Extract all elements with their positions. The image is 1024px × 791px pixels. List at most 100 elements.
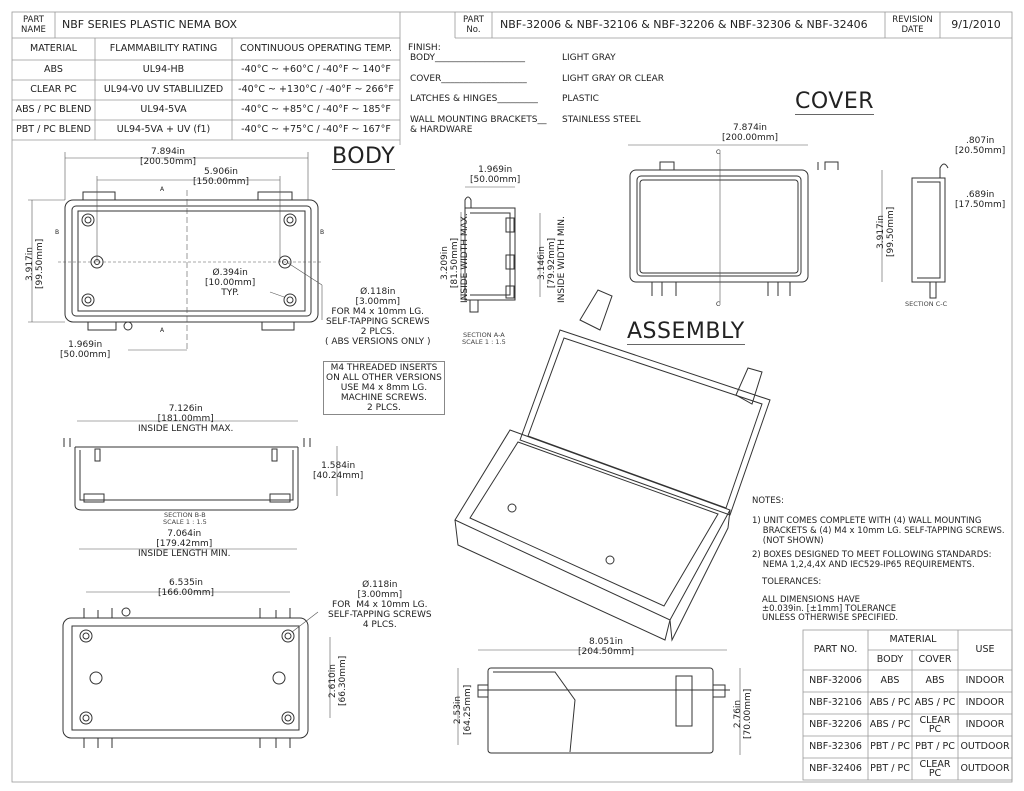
- dim-body-length: 7.894in [200.50mm]: [140, 147, 197, 167]
- dim-side-length: 8.051in [204.50mm]: [578, 637, 635, 657]
- tolerances-title: TOLERANCES:: [762, 577, 822, 587]
- table-cell: CLEAR PC: [919, 759, 951, 779]
- section-marker-b: B: [55, 229, 60, 236]
- table-cell: INDOOR: [965, 675, 1005, 686]
- body-bottom-view: [62, 591, 331, 748]
- revision-date: 9/1/2010: [951, 18, 1001, 31]
- note-1: 1) UNIT COMES COMPLETE WITH (4) WALL MOU…: [752, 516, 1005, 546]
- notes-title: NOTES:: [752, 496, 784, 506]
- dim-side-height-total: 2.76in [70.00mm]: [733, 688, 753, 739]
- view-title-assembly: ASSEMBLY: [627, 319, 745, 345]
- body-dimension-lines: [28, 152, 323, 351]
- dim-aa-width: 1.969in [50.00mm]: [470, 165, 521, 185]
- section-marker-b: B: [320, 229, 325, 236]
- note-screw-abs: Ø.118in [3.00mm] FOR M4 x 10mm LG. SELF-…: [325, 287, 431, 347]
- note-bottom-screw: Ø.118in [3.00mm] FOR M4 x 10mm LG. SELF-…: [328, 580, 432, 630]
- table-cell: NBF-32006: [809, 675, 862, 686]
- table-cell: CLEAR PC: [30, 84, 77, 95]
- table-cell: UL94-HB: [142, 64, 185, 75]
- section-marker-a: A: [160, 186, 165, 193]
- table-cell: UL94-5VA: [140, 104, 187, 115]
- dim-boss-diameter: Ø.394in [10.00mm] TYP.: [205, 268, 256, 298]
- part-name: NBF SERIES PLASTIC NEMA BOX: [62, 18, 238, 31]
- table-cell: NBF-32306: [809, 741, 862, 752]
- dim-aa-inside-min: 3.146in [79.92mm] INSIDE WIDTH MIN.: [537, 216, 567, 303]
- table-cell: ABS: [925, 675, 945, 686]
- table-cell: -40°C ~ +60°C / -40°F ~ 140°F: [241, 64, 391, 75]
- dim-bottom-width: 2.610in [66.30mm]: [328, 655, 348, 706]
- table-cell: PBT / PC BLEND: [16, 124, 91, 135]
- finish-label: WALL MOUNTING BRACKETS__ & HARDWARE: [410, 115, 547, 135]
- section-bb-label: SECTION B-B SCALE 1 : 1.5: [163, 511, 207, 526]
- dim-bb-depth: 1.584in [40.24mm]: [313, 461, 364, 481]
- table-cell: ABS / PC: [914, 697, 956, 708]
- table-cell: PBT / PC: [870, 763, 910, 774]
- table-cell: -40°C ~ +85°C / -40°F ~ 185°F: [241, 104, 391, 115]
- col-header-material: MATERIAL: [889, 634, 937, 645]
- table-cell: CLEAR PC: [919, 715, 951, 735]
- section-marker-c: C: [716, 301, 721, 308]
- table-cell: ABS: [880, 675, 900, 686]
- dim-bb-length-max: 7.126in [181.00mm] INSIDE LENGTH MAX.: [138, 404, 234, 434]
- section-marker-c: C: [716, 149, 721, 156]
- dim-body-offset: 1.969in [50.00mm]: [60, 340, 111, 360]
- dim-cover-width: 3.917in [99.50mm]: [876, 206, 896, 257]
- table-cell: NBF-32206: [809, 719, 862, 730]
- dim-side-height-body: 2.53in [64.25mm]: [453, 684, 473, 735]
- table-cell: OUTDOOR: [960, 741, 1010, 752]
- table-cell: ABS / PC BLEND: [15, 104, 92, 115]
- part-no: NBF-32006 & NBF-32106 & NBF-32206 & NBF-…: [500, 18, 868, 31]
- table-cell: INDOOR: [965, 719, 1005, 730]
- note-threaded-inserts: M4 THREADED INSERTS ON ALL OTHER VERSION…: [323, 361, 445, 415]
- dim-aa-inside-max: 3.209in [81.50mm] INSIDE WIDTH MAX.: [440, 213, 470, 303]
- revision-label: REVISION DATE: [892, 15, 933, 35]
- finish-value: LIGHT GRAY OR CLEAR: [562, 74, 665, 84]
- part-name-label: PART NAME: [21, 15, 46, 35]
- col-header-flammability: FLAMMABILITY RATING: [109, 43, 218, 54]
- section-marker-a: A: [160, 327, 165, 334]
- dim-body-hole-spacing: 5.906in [150.00mm]: [193, 167, 250, 187]
- table-cell: INDOOR: [965, 697, 1005, 708]
- cover-top-view: [628, 144, 883, 305]
- section-aa-label: SECTION A-A SCALE 1 : 1.5: [462, 331, 506, 346]
- dim-cc-depth: .807in [20.50mm]: [955, 136, 1006, 156]
- dim-cover-length: 7.874in [200.00mm]: [722, 123, 779, 143]
- col-header-use: USE: [975, 644, 995, 655]
- table-cell: UL94-V0 UV STABLILIZED: [103, 84, 224, 95]
- table-cell: ABS: [44, 64, 63, 75]
- dim-bb-length-min: 7.064in [179.42mm] INSIDE LENGTH MIN.: [138, 529, 231, 559]
- table-cell: -40°C ~ +130°C / -40°F ~ 266°F: [238, 84, 394, 95]
- section-b-b-view: [63, 420, 338, 550]
- table-cell: NBF-32406: [809, 763, 862, 774]
- table-cell: UL94-5VA + UV (f1): [116, 124, 211, 135]
- finish-label: BODY____________________: [410, 53, 526, 63]
- finish-value: LIGHT GRAY: [562, 53, 616, 63]
- section-cc-label: SECTION C-C: [905, 300, 948, 308]
- section-a-a-view: [460, 186, 541, 313]
- table-cell: ABS / PC: [869, 719, 911, 730]
- finish-value: PLASTIC: [562, 94, 599, 104]
- body-top-view: [64, 191, 319, 331]
- parts-table-grid: [802, 629, 1013, 781]
- table-cell: NBF-32106: [809, 697, 862, 708]
- assembly-isometric-view: [454, 289, 771, 642]
- col-header-part-no: PART NO.: [813, 644, 858, 655]
- table-cell: PBT / PC: [870, 741, 910, 752]
- dim-cc-inner: .689in [17.50mm]: [955, 190, 1006, 210]
- view-title-body: BODY: [332, 144, 396, 170]
- title-block-grid: [11, 11, 1013, 783]
- table-cell: ABS / PC: [869, 697, 911, 708]
- finish-label: LATCHES & HINGES_________: [410, 94, 538, 104]
- section-c-c-view: [911, 163, 949, 299]
- tolerances-text: ALL DIMENSIONS HAVE ±0.039in. [±1mm] TOL…: [762, 595, 899, 623]
- col-header-temp: CONTINUOUS OPERATING TEMP.: [240, 43, 392, 54]
- part-no-label: PART No.: [463, 15, 484, 35]
- dim-body-width: 3.917in [99.50mm]: [25, 238, 45, 289]
- assembly-side-view: [457, 649, 741, 755]
- dim-bottom-length: 6.535in [166.00mm]: [158, 578, 215, 598]
- table-cell: -40°C ~ +75°C / -40°F ~ 167°F: [241, 124, 391, 135]
- col-header-body: BODY: [876, 654, 904, 665]
- table-cell: OUTDOOR: [960, 763, 1010, 774]
